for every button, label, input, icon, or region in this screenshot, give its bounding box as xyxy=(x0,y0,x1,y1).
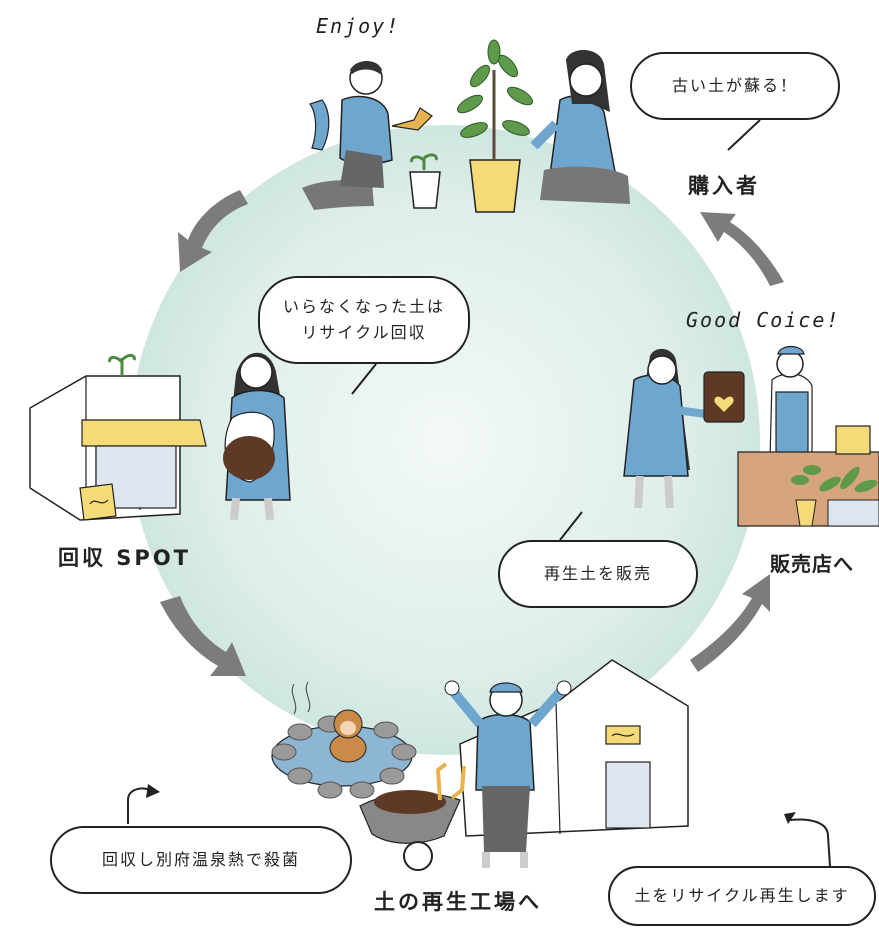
unneeded-soil-bubble: いらなくなった土は リサイクル回収 xyxy=(258,276,470,364)
arrow-spot-to-factory-icon xyxy=(160,596,246,676)
onsen-sterilize-bubble: 回収し別府温泉熱で殺菌 xyxy=(50,826,352,894)
shop-label: 販売店へ xyxy=(770,552,854,576)
bubble-tails xyxy=(127,119,831,867)
unneeded-soil-text-line1: いらなくなった土は xyxy=(282,297,445,317)
arrow-shop-to-buyer-icon xyxy=(700,212,784,286)
buyer-label: 購入者 xyxy=(688,174,760,198)
buyer-scene xyxy=(302,39,630,213)
enjoy-caption: Enjoy! xyxy=(316,14,401,38)
unneeded-soil-text-line2: リサイクル回収 xyxy=(301,323,427,342)
sell-soil-text: 再生土を販売 xyxy=(543,564,652,584)
factory-scene xyxy=(271,659,689,871)
good-choice-caption: Good Coice! xyxy=(686,308,841,332)
onsen-sterilize-text: 回収し別府温泉熱で殺菌 xyxy=(101,850,300,870)
arrow-buyer-to-spot-icon xyxy=(178,190,248,272)
tilde-sign-icon xyxy=(89,499,109,505)
tilde-sign-icon xyxy=(611,733,635,737)
old-soil-bubble: 古い土が蘇る！ xyxy=(630,52,840,120)
cycle-arrows xyxy=(160,190,784,676)
woman-with-soil-bag xyxy=(223,352,291,521)
tree-pot xyxy=(457,39,533,213)
arrow-head-right-icon xyxy=(784,812,796,824)
factory-label: 土の再生工場へ xyxy=(374,890,542,914)
arrow-head-left-icon xyxy=(146,784,160,798)
woman-buyer xyxy=(530,49,630,204)
sprout-pot xyxy=(409,153,441,209)
spot-label: 回収 SPOT xyxy=(58,546,192,570)
shop-scene xyxy=(623,345,879,527)
heart-icon xyxy=(714,396,734,412)
recycle-soil-bubble: 土をリサイクル再生します xyxy=(608,866,876,926)
sell-soil-bubble: 再生土を販売 xyxy=(498,540,698,608)
recycle-soil-text: 土をリサイクル再生します xyxy=(634,886,850,906)
arrow-factory-to-shop-icon xyxy=(690,574,770,672)
collection-spot-building xyxy=(29,353,207,521)
old-soil-text: 古い土が蘇る！ xyxy=(671,76,798,96)
man-with-trowel xyxy=(302,61,433,210)
